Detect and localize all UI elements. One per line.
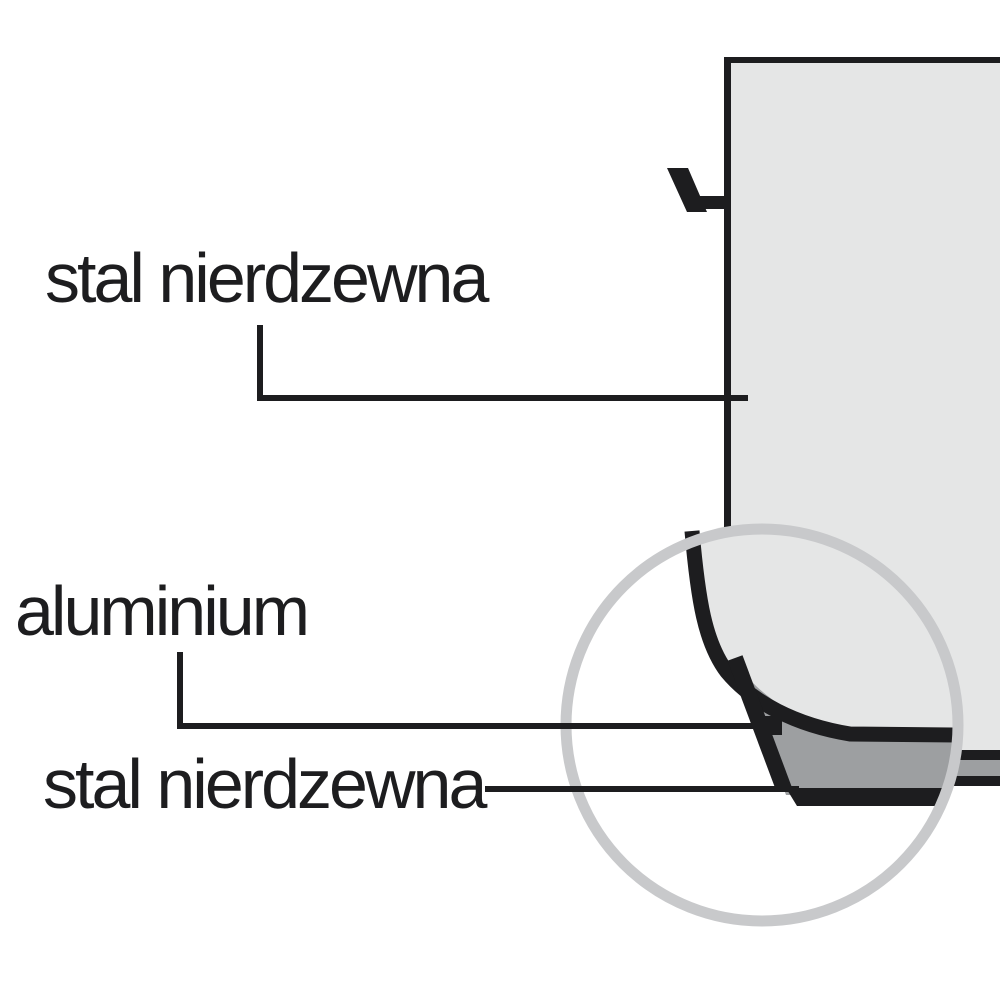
- pot-handle: [667, 168, 731, 212]
- magnified-bottom-steel-band: [786, 788, 950, 806]
- aluminium-layer-magnified: [740, 668, 956, 795]
- label-aluminium: aluminium: [15, 572, 310, 650]
- aluminium-band: [951, 760, 1000, 776]
- label-stainless-steel-bottom: stal nierdzewna: [43, 745, 487, 823]
- leader-line-stainless-top: [257, 325, 748, 401]
- label-stainless-steel-top: stal nierdzewna: [45, 239, 489, 317]
- inner-steel-band: [955, 750, 1000, 760]
- leader-line-aluminium: [177, 652, 770, 729]
- outer-steel-band: [948, 776, 1000, 786]
- pot-body-fill: [690, 63, 1000, 750]
- magnified-inner-wall-curve: [684, 530, 959, 743]
- leader-tick-aluminium: [762, 716, 782, 735]
